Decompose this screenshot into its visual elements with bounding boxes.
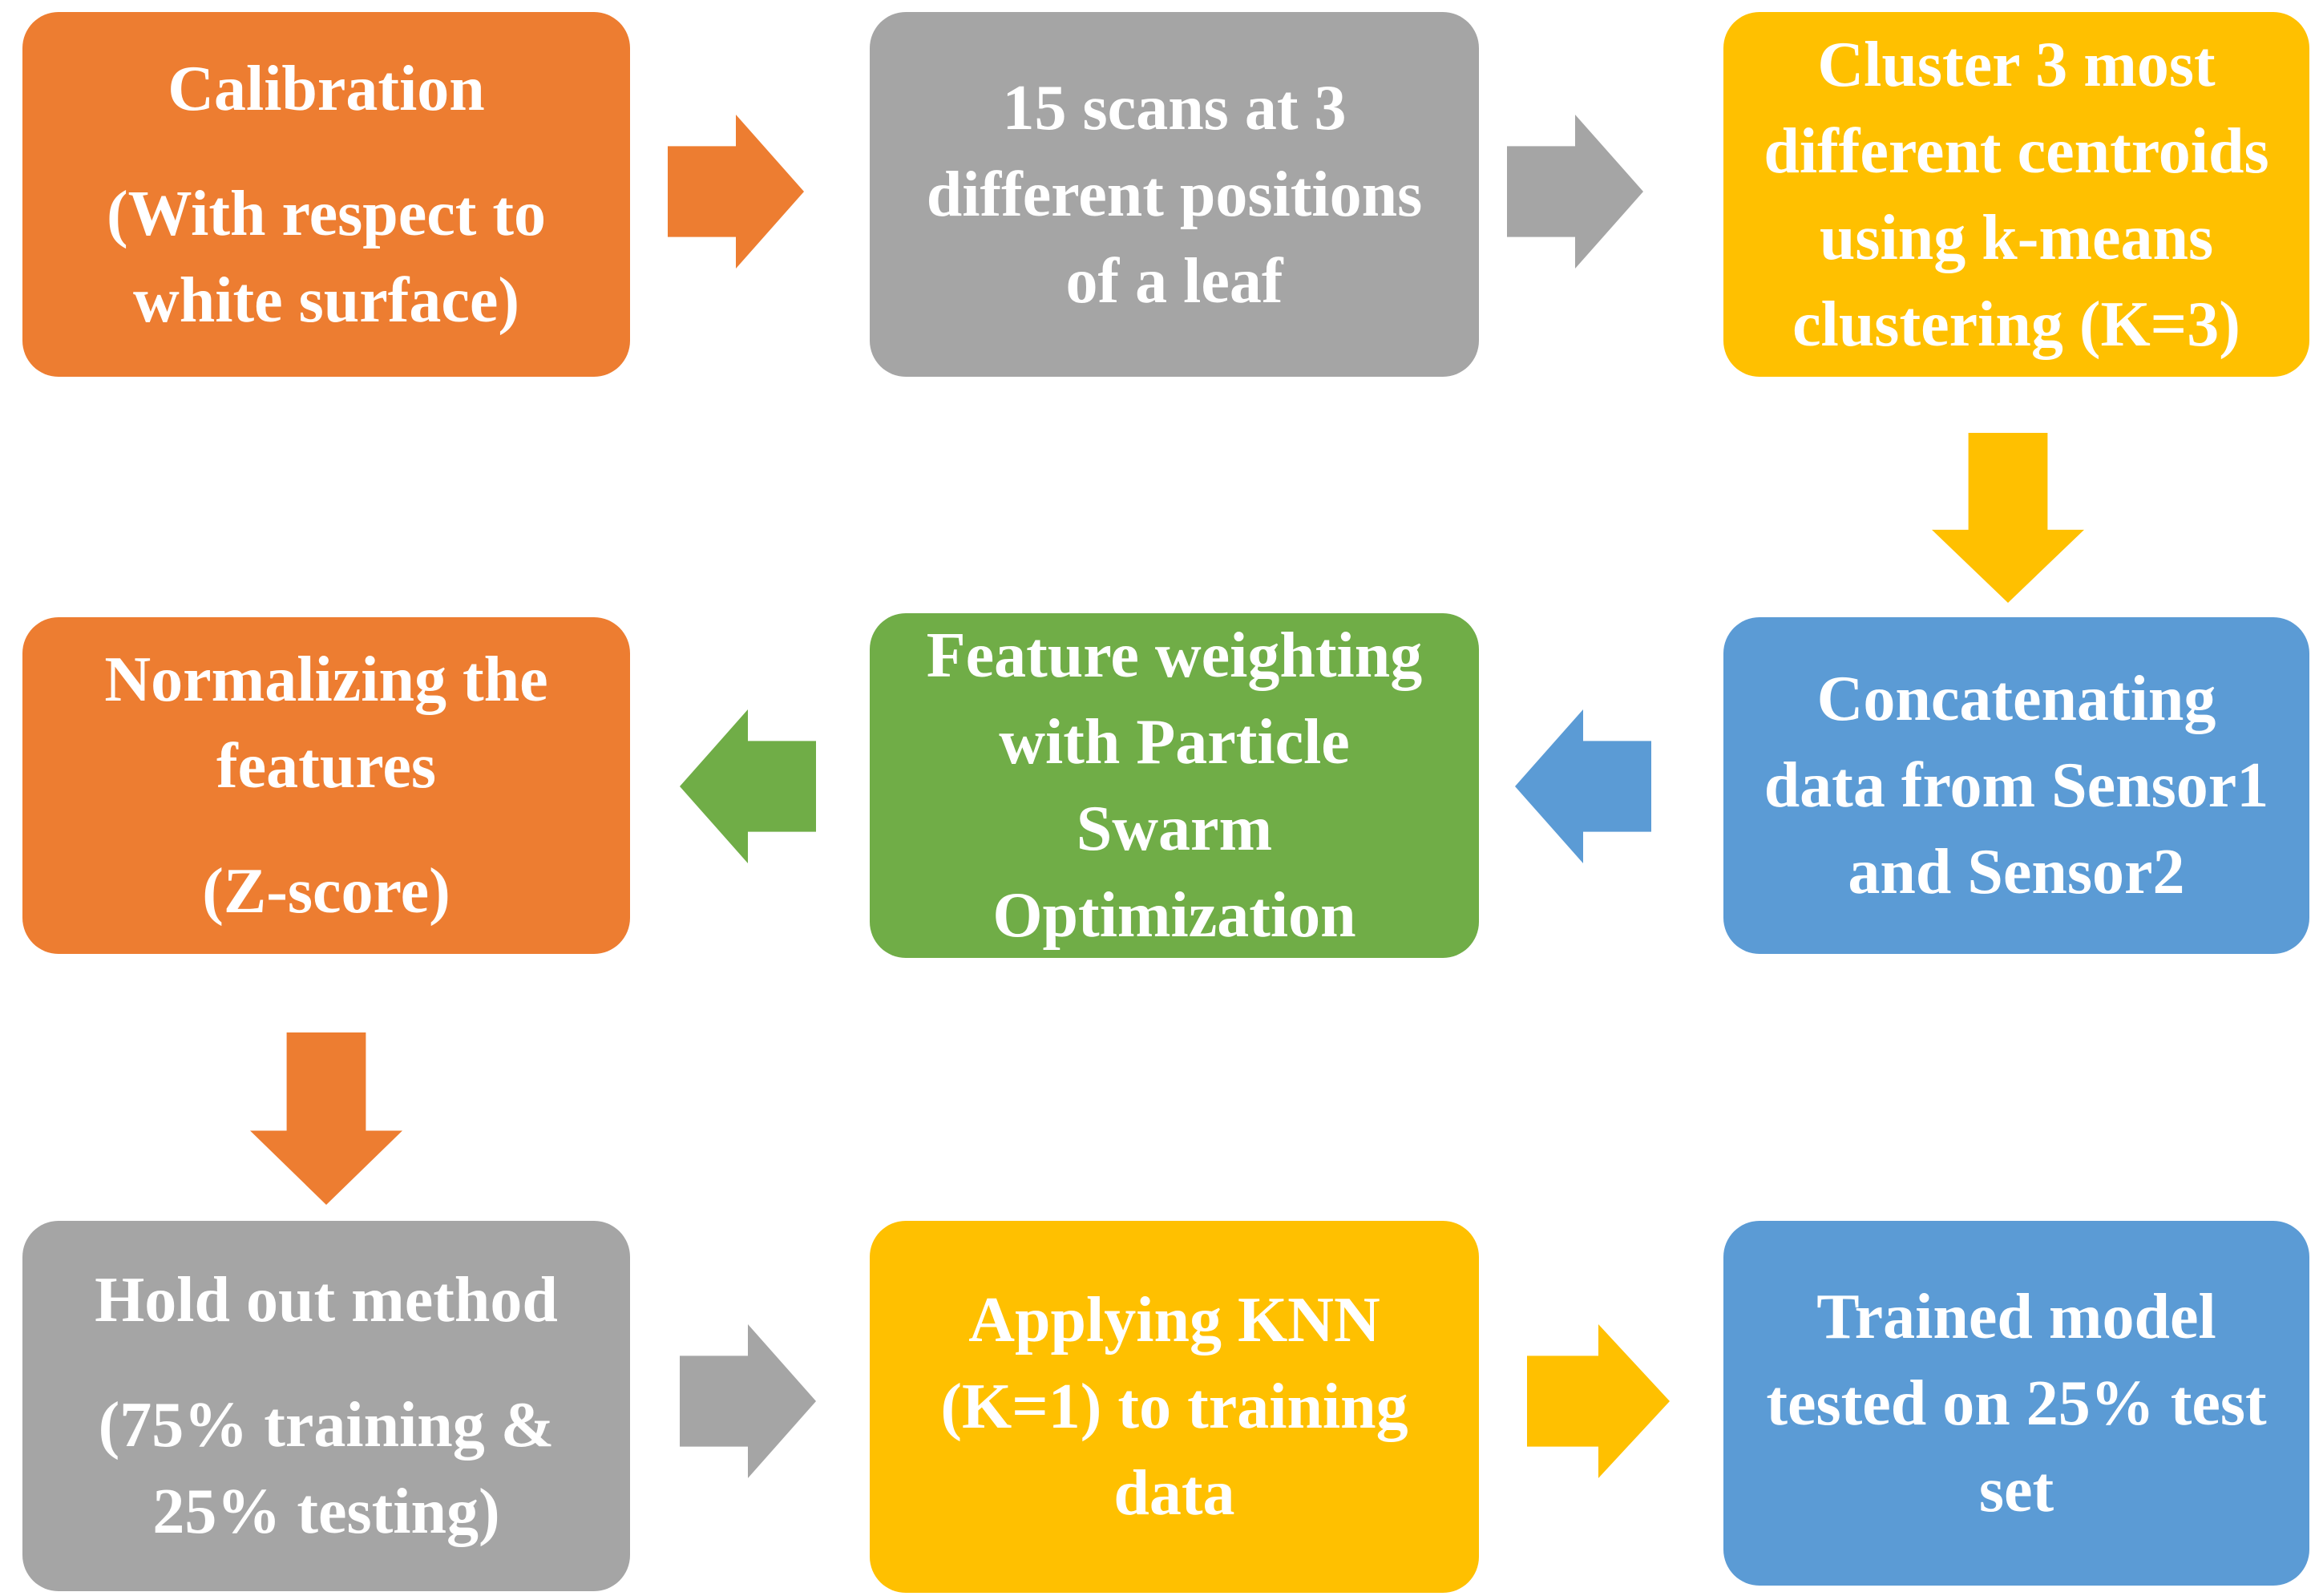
step-holdout-box: Hold out method (75% training & 25% test… xyxy=(22,1221,630,1591)
arrow-right-scans-to-cluster-icon xyxy=(1507,115,1643,269)
step-scans-box: 15 scans at 3 different positions of a l… xyxy=(870,12,1479,377)
step-holdout-subtitle: (75% training & 25% testing) xyxy=(98,1390,555,1547)
step-calibration-title: Calibration xyxy=(168,53,485,124)
arrow-left-feature-to-normalizing-icon xyxy=(680,709,816,863)
step-normalizing-title: Normalizing the features xyxy=(104,644,548,802)
step-normalizing-subtitle: (Z-score) xyxy=(202,856,450,927)
step-calibration-subtitle: (With respect to white surface) xyxy=(106,178,547,336)
arrow-right-holdout-to-knn-icon xyxy=(680,1324,816,1478)
step-scans-text: 15 scans at 3 different positions of a l… xyxy=(926,72,1423,317)
step-trained-model-box: Trained model tested on 25% test set xyxy=(1723,1221,2309,1586)
arrow-down-cluster-to-concatenating-icon xyxy=(1932,433,2084,603)
step-knn-text: Applying KNN (K=1) to training data xyxy=(940,1285,1408,1529)
arrow-down-normalizing-to-holdout-icon xyxy=(250,1032,402,1205)
step-cluster-box: Cluster 3 most different centroids using… xyxy=(1723,12,2309,377)
step-feature-weighting-text: Feature weighting with Particle Swarm Op… xyxy=(926,620,1423,951)
step-knn-box: Applying KNN (K=1) to training data xyxy=(870,1221,1479,1593)
step-calibration-box: Calibration (With respect to white surfa… xyxy=(22,12,630,377)
step-cluster-text: Cluster 3 most different centroids using… xyxy=(1763,29,2269,360)
arrow-right-knn-to-trained-icon xyxy=(1527,1324,1670,1478)
step-concatenating-box: Concatenating data from Sensor1 and Sens… xyxy=(1723,617,2309,954)
arrow-left-concatenating-to-feature-icon xyxy=(1515,709,1651,863)
step-normalizing-box: Normalizing the features (Z-score) xyxy=(22,617,630,954)
step-feature-weighting-box: Feature weighting with Particle Swarm Op… xyxy=(870,613,1479,958)
step-concatenating-text: Concatenating data from Sensor1 and Sens… xyxy=(1763,664,2269,907)
step-trained-model-text: Trained model tested on 25% test set xyxy=(1766,1281,2267,1525)
step-holdout-title: Hold out method xyxy=(95,1265,558,1335)
arrow-right-calibration-to-scans-icon xyxy=(668,115,804,269)
